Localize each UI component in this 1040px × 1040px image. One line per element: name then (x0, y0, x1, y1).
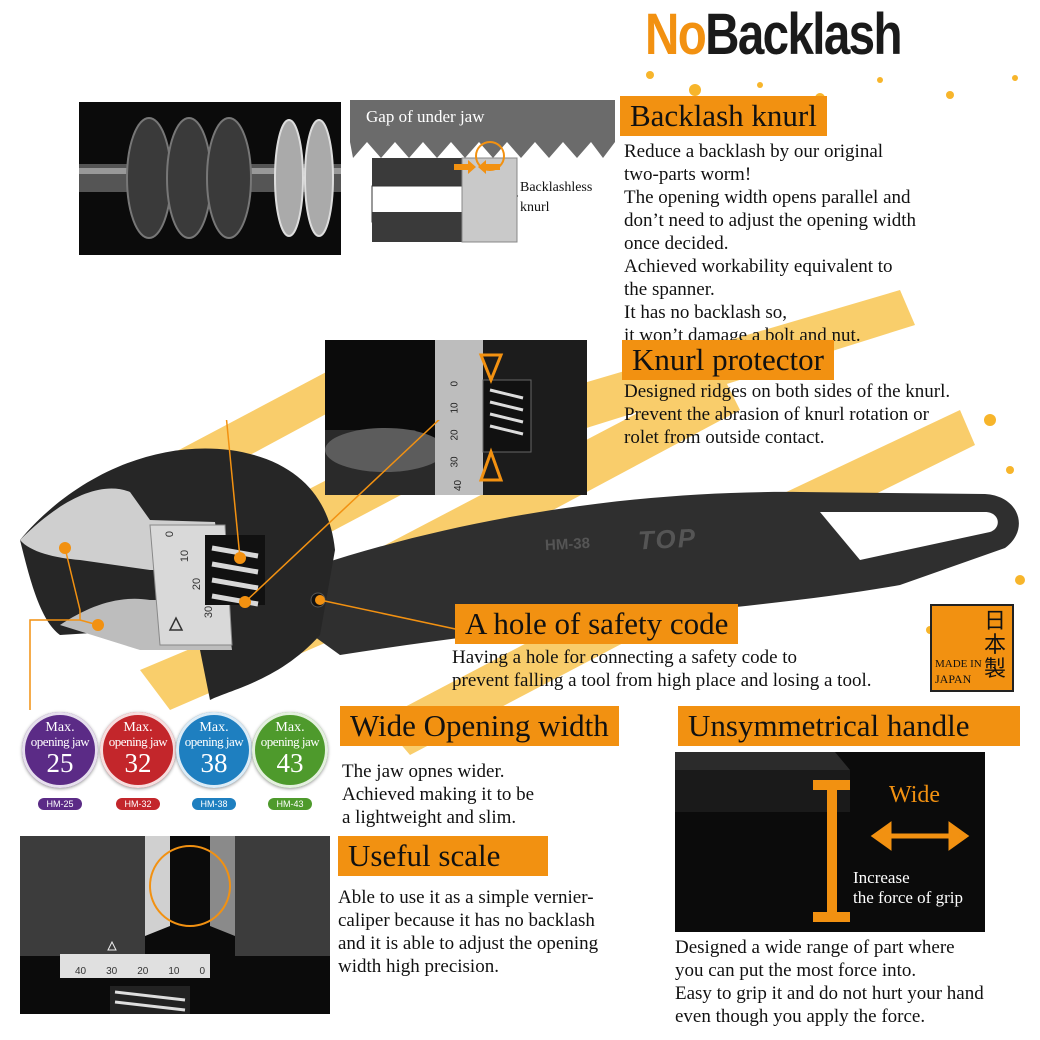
kanji-char: 製 (983, 657, 1006, 682)
badge-line2: opening jaw (108, 734, 168, 749)
badge-line1: Max. (199, 720, 229, 735)
badge-line2: opening jaw (260, 734, 320, 749)
wrench-illustration (20, 420, 1019, 710)
wide-label: Wide (889, 782, 941, 808)
safety-code-text: Having a hole for connecting a safety co… (452, 647, 872, 691)
wrench-scale-tick: 30 (203, 605, 216, 619)
knurl-protector-text: Designed ridges on both sides of the knu… (624, 381, 951, 448)
badge-value: 43 (276, 748, 304, 778)
badge-line2: opening jaw (184, 734, 244, 749)
wrench-brand: TOP (637, 522, 698, 556)
useful-scale-label: Useful scale (338, 836, 548, 876)
bottom-scale: 40 30 20 10 0 (75, 966, 205, 977)
badge-line1: Max. (123, 720, 153, 735)
badge-line1: Max. (45, 720, 75, 735)
badge-code: HM-25 (38, 798, 82, 810)
badge-value: 25 (46, 748, 74, 778)
grip-label: Increase the force of grip (853, 868, 963, 907)
made-in-japan-stamp: 日 本 製 MADE IN JAPAN (930, 604, 1014, 692)
badge-hm-38: Max. opening jaw 38 (176, 712, 252, 788)
backlash-diagram: Gap of under jaw Backlashless knurl (350, 100, 615, 250)
worm-photo (79, 102, 341, 255)
kanji-char: 日 (983, 609, 1006, 634)
wrench-scale-tick: 0 (164, 530, 177, 538)
useful-scale-text: Able to use it as a simple vernier- cali… (338, 887, 599, 977)
wrench-scale-tick: 20 (191, 577, 204, 591)
made-in-label: MADE IN (935, 658, 982, 670)
title-backlash: Backlash (705, 2, 902, 67)
knurl-protector-label: Knurl protector (622, 340, 834, 380)
wrench-scale: 0 10 20 30 (157, 528, 227, 638)
backlash-knurl-text: Reduce a backlash by our original two-pa… (624, 141, 916, 346)
badge-hm-43: Max. opening jaw 43 (252, 712, 328, 788)
badge-code: HM-43 (268, 798, 312, 810)
gap-label: Gap of under jaw (366, 107, 485, 126)
handle-photo: Wide Increase the force of grip (675, 752, 985, 932)
wide-opening-label: Wide Opening width (340, 706, 619, 746)
badge-hm-32: Max. opening jaw 32 (100, 712, 176, 788)
japan-kanji: 日 本 製 (982, 610, 1008, 682)
bottom-scale-tick: 10 (168, 966, 180, 977)
badge-line1: Max. (275, 720, 305, 735)
title-no: No (645, 2, 707, 67)
page-title: NoBacklash (645, 2, 903, 68)
unsymmetrical-handle-text: Designed a wide range of part where you … (675, 937, 984, 1027)
badge-line2: opening jaw (30, 734, 90, 749)
scale-photo: 40 30 20 10 0 (20, 836, 330, 1014)
backlash-knurl-label: Backlash knurl (620, 96, 827, 136)
bottom-scale-tick: 20 (137, 966, 149, 977)
bottom-scale-tick: 0 (199, 966, 205, 977)
knurl-protector-photo: 0 10 20 30 40 (325, 340, 587, 495)
badge-hm-25: Max. opening jaw 25 (22, 712, 98, 788)
wrench-model: HM-38 (544, 534, 591, 555)
wrench-scale-tick: 10 (179, 549, 192, 563)
badge-value: 38 (200, 748, 228, 778)
inset-scale-tick: 10 (449, 402, 461, 414)
backlashless-knurl-label: Backlashless knurl (520, 180, 593, 215)
inset-scale-tick: 0 (449, 380, 461, 387)
badge-code: HM-38 (192, 798, 236, 810)
safety-code-label: A hole of safety code (455, 604, 739, 644)
bottom-scale-tick: 40 (75, 966, 87, 977)
unsymmetrical-handle-label: Unsymmetrical handle (678, 706, 1020, 746)
wide-opening-text: The jaw opnes wider. Achieved making it … (342, 761, 535, 828)
kanji-char: 本 (983, 633, 1006, 658)
badge-value: 32 (124, 748, 152, 778)
badge-code: HM-32 (116, 798, 160, 810)
japan-label: JAPAN (935, 672, 972, 686)
bottom-scale-tick: 30 (106, 966, 118, 977)
